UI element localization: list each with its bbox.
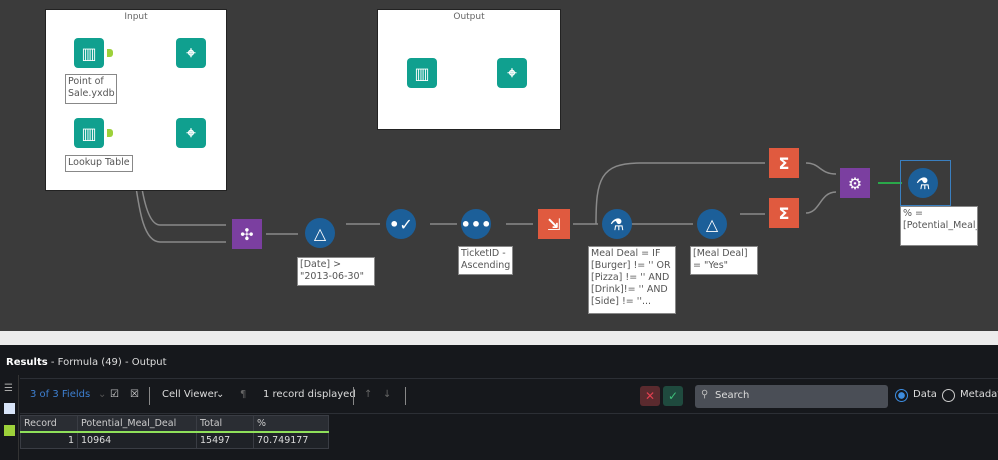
tool-annotation: TicketID - Ascending (458, 246, 513, 275)
output-anchor[interactable] (107, 129, 113, 137)
tool-annotation: % = [Potential_Meal_Deal]/[Total]*100 (900, 206, 978, 246)
cell[interactable]: 10964 (77, 431, 197, 449)
table-row: 1 10964 15497 70.749177 (20, 431, 329, 449)
cell[interactable]: 70.749177 (253, 431, 329, 449)
check-all-icon[interactable]: ☑ (110, 389, 119, 400)
cell-viewer-dropdown[interactable]: Cell Viewer (162, 389, 218, 400)
append-fields-tool-gears-icon[interactable]: ⚙ (840, 168, 870, 198)
fields-dropdown[interactable]: 3 of 3 Fields (30, 389, 91, 400)
browse-tool-binoculars-icon[interactable]: ⌖ (176, 38, 206, 68)
column-header[interactable]: % (253, 415, 329, 433)
data-radio-label: Data (913, 389, 937, 400)
panel-splitter[interactable] (0, 331, 998, 345)
container-title: Output (453, 12, 485, 22)
list-icon[interactable]: ☰ (4, 383, 13, 394)
pilcrow-icon[interactable]: ¶ (240, 389, 247, 400)
output-anchor-icon[interactable] (4, 425, 15, 436)
table-header: Record Potential_Meal_Deal Total % (20, 415, 329, 433)
column-header[interactable]: Total (196, 415, 254, 433)
arrow-down-icon[interactable]: ↓ (383, 389, 392, 400)
search-icon: ⚲ (701, 389, 709, 400)
chevron-down-icon: ⌄ (216, 389, 225, 400)
metadata-radio[interactable] (942, 389, 955, 402)
data-radio[interactable] (895, 389, 908, 402)
multi-row-formula-tool-icon[interactable]: ⇲ (538, 209, 570, 239)
record-count: 1 record displayed (263, 389, 356, 400)
cell[interactable]: 1 (20, 431, 78, 449)
formula-tool-flask-icon[interactable]: ⚗ (908, 168, 938, 198)
tool-annotation: [Meal Deal] = "Yes" (690, 246, 758, 275)
divider (353, 387, 354, 405)
metadata-radio-label: Metadata (960, 389, 998, 400)
summarize-tool-sigma-icon[interactable]: Σ (769, 148, 799, 178)
results-sidebar: ☰ (0, 375, 19, 460)
uncheck-all-icon[interactable]: ☒ (130, 389, 139, 400)
check-icon[interactable]: ✓ (663, 386, 683, 406)
table-view-icon[interactable] (4, 403, 15, 414)
column-header[interactable]: Record (20, 415, 78, 433)
results-table: Record Potential_Meal_Deal Total % 1 109… (20, 415, 329, 449)
sort-tool-icon[interactable]: ••• (461, 209, 491, 239)
cell[interactable]: 15497 (196, 431, 254, 449)
close-x-icon[interactable]: ✕ (640, 386, 660, 406)
input-data-tool-icon[interactable]: ▥ (74, 38, 104, 68)
search-placeholder: Search (715, 390, 750, 401)
tool-annotation: Meal Deal = IF [Burger] != '' OR [Pizza]… (588, 246, 676, 314)
divider (149, 387, 150, 405)
summarize-tool-sigma-icon[interactable]: Σ (769, 198, 799, 228)
column-header[interactable]: Potential_Meal_Deal (77, 415, 197, 433)
divider (405, 387, 406, 405)
tool-annotation: [Date] > "2013-06-30" (297, 257, 375, 286)
results-toolbar: 3 of 3 Fields ⌄ ☑ ☒ Cell Viewer ⌄ ¶ 1 re… (20, 378, 998, 414)
workflow-canvas[interactable]: Input Output ▥ ⌖ Point of Sale.yxdb ▥ ⌖ … (0, 0, 998, 331)
output-anchor[interactable] (107, 49, 113, 57)
input-data-tool-icon[interactable]: ▥ (407, 58, 437, 88)
results-title: Results - Formula (49) - Output (6, 357, 167, 368)
tool-annotation: Point of Sale.yxdb (65, 74, 117, 104)
browse-tool-binoculars-icon[interactable]: ⌖ (176, 118, 206, 148)
container-title: Input (124, 12, 148, 22)
output-container[interactable]: Output (377, 9, 561, 130)
input-data-tool-icon[interactable]: ▥ (74, 118, 104, 148)
tool-annotation: Lookup Table (65, 155, 133, 172)
search-input[interactable]: ⚲ Search (695, 385, 888, 408)
arrow-up-icon[interactable]: ↑ (364, 389, 373, 400)
chevron-down-icon: ⌄ (98, 389, 107, 400)
browse-tool-binoculars-icon[interactable]: ⌖ (497, 58, 527, 88)
formula-tool-flask-icon[interactable]: ⚗ (602, 209, 632, 239)
unique-tool-icon[interactable]: •✓ (386, 209, 416, 239)
filter-tool-icon[interactable]: △ (305, 218, 335, 248)
filter-tool-icon[interactable]: △ (697, 209, 727, 239)
selected-tool-outline (900, 160, 951, 206)
join-tool-icon[interactable]: ✣ (232, 219, 262, 249)
